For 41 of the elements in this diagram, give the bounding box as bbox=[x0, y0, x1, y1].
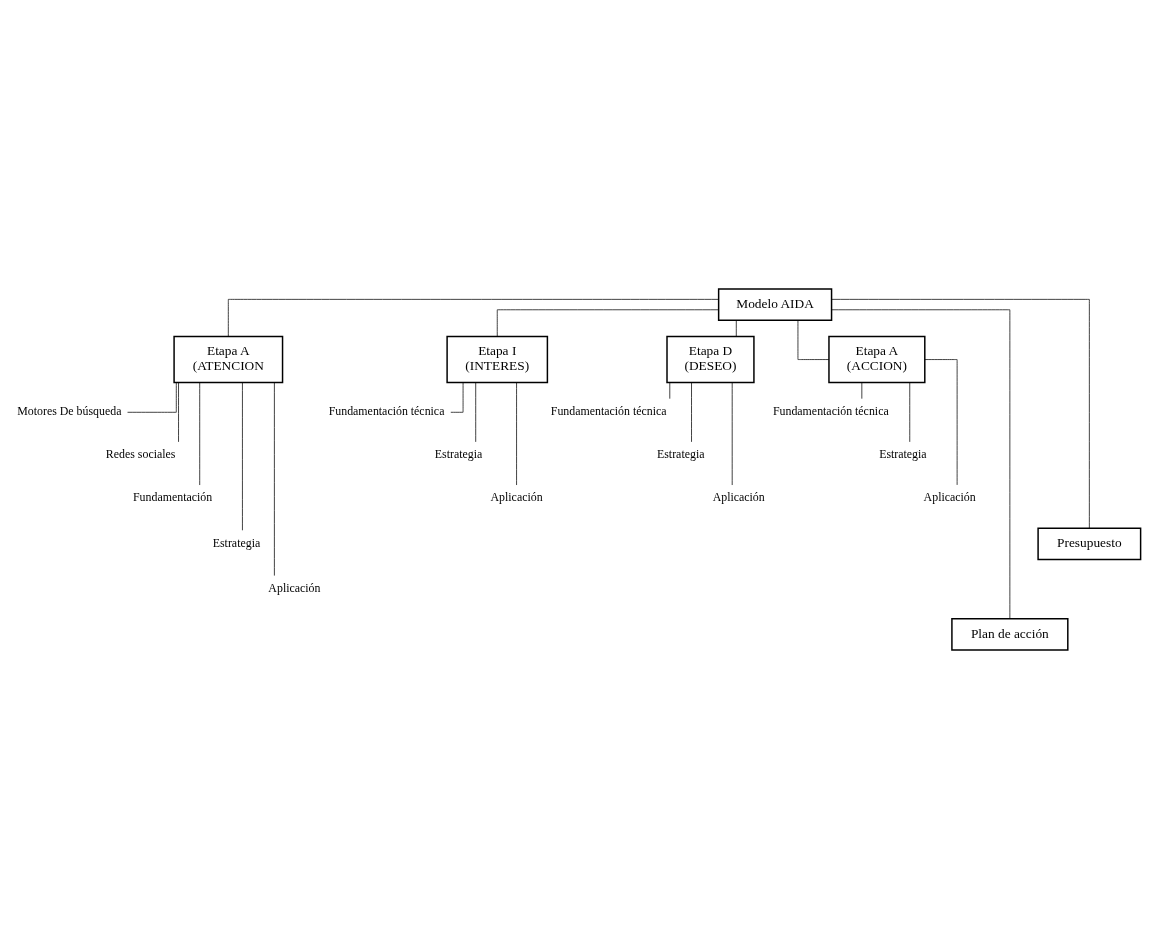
node-text: Estrategia bbox=[434, 447, 483, 462]
connector bbox=[178, 382, 179, 443]
connector bbox=[242, 382, 243, 531]
connector bbox=[831, 309, 1011, 620]
connector bbox=[735, 319, 737, 337]
node-box: Plan de acción bbox=[951, 618, 1069, 651]
node-text: Aplicación bbox=[923, 490, 976, 505]
node-text: Aplicación bbox=[712, 490, 765, 505]
connector bbox=[450, 382, 464, 413]
connector bbox=[199, 382, 201, 486]
connector bbox=[274, 382, 275, 576]
node-text: Aplicación bbox=[268, 580, 321, 595]
connector bbox=[227, 299, 719, 337]
connector bbox=[831, 299, 1090, 529]
connector bbox=[797, 319, 830, 360]
connector bbox=[669, 382, 671, 400]
node-text: Fundamentación técnica bbox=[328, 404, 445, 419]
node-text: Estrategia bbox=[879, 447, 927, 462]
connector bbox=[516, 382, 517, 486]
node-box: Etapa D (DESEO) bbox=[666, 335, 755, 384]
connector bbox=[475, 382, 477, 443]
connector bbox=[861, 382, 863, 400]
node-text: Estrategia bbox=[212, 535, 261, 550]
node-text: Redes sociales bbox=[105, 447, 176, 462]
node-text: Fundamentación técnica bbox=[550, 404, 667, 419]
node-text: Estrategia bbox=[657, 447, 705, 462]
connector bbox=[731, 382, 733, 486]
connector bbox=[496, 309, 719, 337]
node-box: Etapa A (ACCION) bbox=[828, 335, 926, 384]
node-box: Etapa A (ATENCION bbox=[173, 335, 284, 384]
node-box: Modelo AIDA bbox=[717, 288, 833, 321]
node-text: Fundamentación bbox=[133, 490, 213, 505]
connector bbox=[909, 382, 911, 443]
node-box: Etapa I (INTERES) bbox=[446, 335, 549, 384]
connector bbox=[127, 382, 177, 413]
node-text: Aplicación bbox=[490, 490, 543, 505]
node-box: Presupuesto bbox=[1037, 527, 1142, 561]
connector bbox=[691, 382, 692, 443]
node-text: Motores De búsqueda bbox=[17, 404, 122, 419]
node-text: Fundamentación técnica bbox=[772, 404, 889, 419]
connector bbox=[924, 359, 958, 486]
